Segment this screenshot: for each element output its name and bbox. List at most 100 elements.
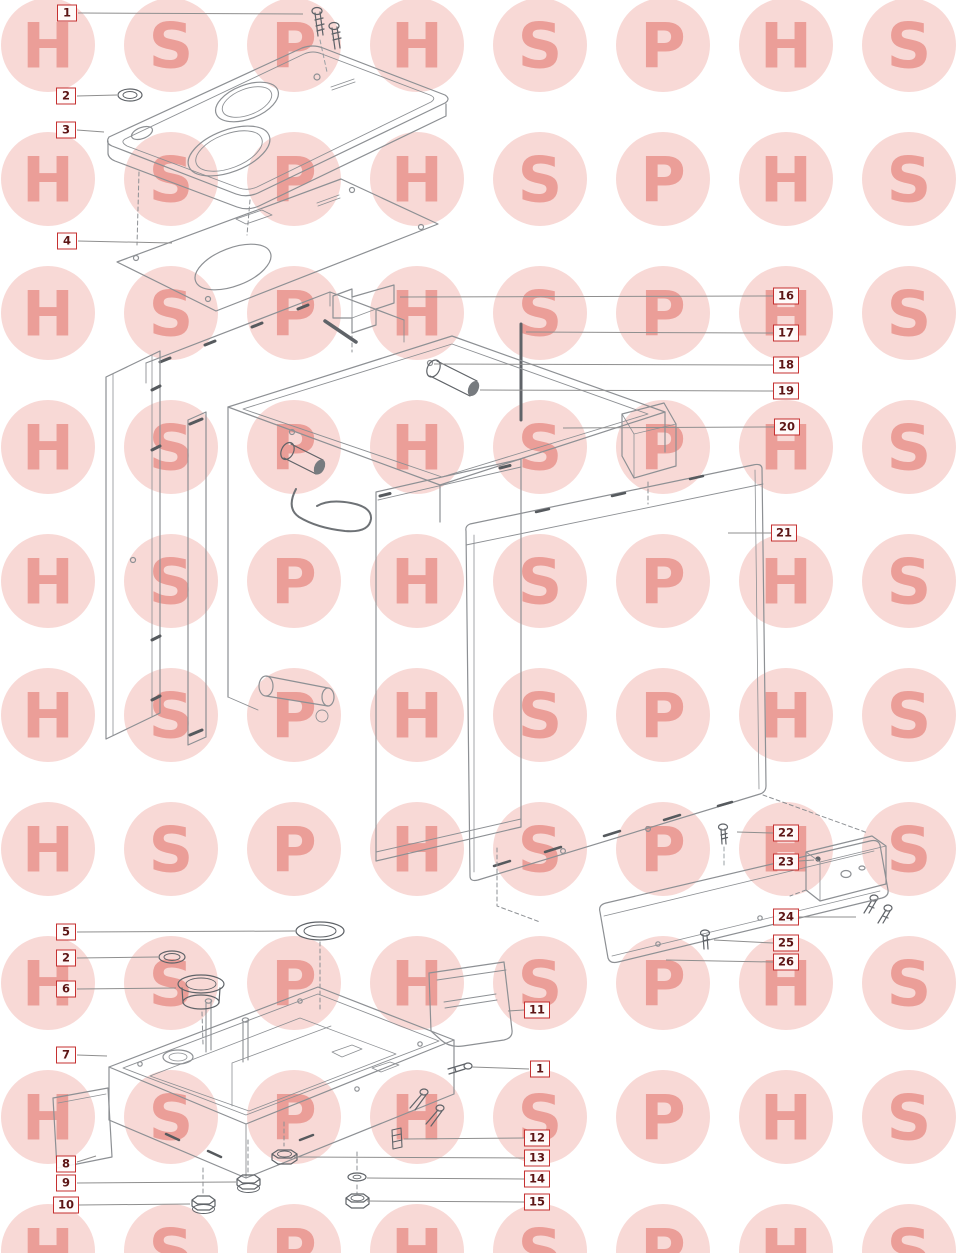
callout-26[interactable]: 26 [772, 953, 800, 971]
left-side-panel [105, 350, 162, 740]
leader-line [78, 1203, 191, 1206]
watermark-letter: S [149, 1215, 194, 1253]
watermark-letter: S [149, 545, 194, 618]
washer-14 [347, 1172, 367, 1182]
watermark-circle: P [616, 668, 710, 762]
watermark-circle: H [370, 936, 464, 1030]
callout-22[interactable]: 22 [772, 824, 800, 842]
watermark-circle: S [493, 668, 587, 762]
callout-23[interactable]: 23 [772, 853, 800, 871]
watermark-letter: S [518, 143, 563, 216]
bottom-front-panel-26 [496, 839, 889, 964]
leader-line [736, 831, 774, 834]
watermark-circle: P [616, 1204, 710, 1253]
watermark-letter: S [887, 813, 932, 886]
callout-24[interactable]: 24 [772, 908, 800, 926]
callout-19[interactable]: 19 [772, 382, 800, 400]
leader-line [525, 331, 774, 334]
leader-line [479, 389, 774, 392]
callout-10[interactable]: 10 [52, 1196, 80, 1214]
leader-line [77, 240, 173, 244]
watermark-circle: H [370, 400, 464, 494]
callout-13[interactable]: 13 [523, 1149, 551, 1167]
callout-3[interactable]: 3 [56, 121, 76, 139]
leader-line [293, 1156, 525, 1159]
retaining-pin-17 [323, 319, 358, 344]
callout-6[interactable]: 6 [56, 980, 76, 998]
watermark-letter: H [391, 679, 443, 752]
capillary-tube [290, 488, 373, 533]
watermark-circle: P [247, 668, 341, 762]
watermark-letter: S [149, 277, 194, 350]
gasket-5 [295, 921, 345, 941]
watermark-letter: H [22, 679, 74, 752]
sensor-pocket-lower [280, 441, 326, 475]
callout-9[interactable]: 9 [56, 1174, 76, 1192]
callout-12[interactable]: 12 [523, 1129, 551, 1147]
watermark-circle: S [124, 534, 218, 628]
callout-2[interactable]: 2 [56, 949, 76, 967]
callout-17[interactable]: 17 [772, 324, 800, 342]
callout-5[interactable]: 5 [56, 923, 76, 941]
insulation-panel [116, 171, 439, 312]
callout-20[interactable]: 20 [773, 418, 801, 436]
watermark-letter: P [640, 1081, 685, 1154]
watermark-letter: P [640, 679, 685, 752]
watermark-circle: H [370, 132, 464, 226]
watermark-letter: S [518, 545, 563, 618]
callout-16[interactable]: 16 [772, 287, 800, 305]
callout-21[interactable]: 21 [770, 524, 798, 542]
callout-14[interactable]: 14 [523, 1170, 551, 1188]
leader-lines [76, 12, 856, 1206]
watermark-circle: P [616, 400, 710, 494]
watermark-circle: P [247, 534, 341, 628]
callout-11[interactable]: 11 [523, 1001, 551, 1019]
callout-8[interactable]: 8 [56, 1155, 76, 1173]
watermark-circle: S [493, 266, 587, 360]
watermark-circle: S [124, 1070, 218, 1164]
callout-7[interactable]: 7 [56, 1046, 76, 1064]
watermark-circle: H [1, 132, 95, 226]
top-trim-bracket-20 [621, 402, 677, 505]
watermark-circle: P [616, 802, 710, 896]
callout-18[interactable]: 18 [772, 356, 800, 374]
watermark-circle: H [370, 1070, 464, 1164]
side-flap-8 [52, 1087, 113, 1169]
watermark-circle: S [124, 936, 218, 1030]
watermark-letter: P [271, 947, 316, 1020]
watermark-circle: H [739, 1070, 833, 1164]
fixing-pin-23 [815, 856, 821, 862]
clip-12 [391, 1127, 403, 1150]
watermark-circle: S [862, 0, 956, 92]
watermark-circle: H [1, 400, 95, 494]
leader-line [76, 129, 105, 133]
callout-25[interactable]: 25 [772, 934, 800, 952]
watermark-letter: P [271, 679, 316, 752]
fixing-screw-25 [699, 929, 711, 950]
watermark-circle: P [616, 936, 710, 1030]
watermark-circle: H [739, 802, 833, 896]
callout-1[interactable]: 1 [57, 4, 77, 22]
callout-2[interactable]: 2 [56, 87, 76, 105]
watermark-letter: H [22, 411, 74, 484]
leader-line [76, 1054, 108, 1057]
watermark-letter: H [760, 9, 812, 82]
watermark-letter: S [887, 545, 932, 618]
watermark-circle: P [247, 936, 341, 1030]
watermark-letter: H [760, 679, 812, 752]
watermark-circle: S [124, 668, 218, 762]
flue-spigot-side [258, 675, 335, 723]
watermark-circle: H [1, 534, 95, 628]
leader-line [471, 1066, 530, 1070]
watermark-letter: S [149, 9, 194, 82]
callout-4[interactable]: 4 [57, 232, 77, 250]
watermark-circle: H [739, 132, 833, 226]
watermark-circle: P [616, 1070, 710, 1164]
callout-15[interactable]: 15 [523, 1193, 551, 1211]
leader-line [76, 930, 296, 933]
watermark-circle: H [370, 1204, 464, 1253]
watermark-letter: H [391, 143, 443, 216]
callout-1[interactable]: 1 [530, 1060, 550, 1078]
watermark-circle: P [616, 132, 710, 226]
